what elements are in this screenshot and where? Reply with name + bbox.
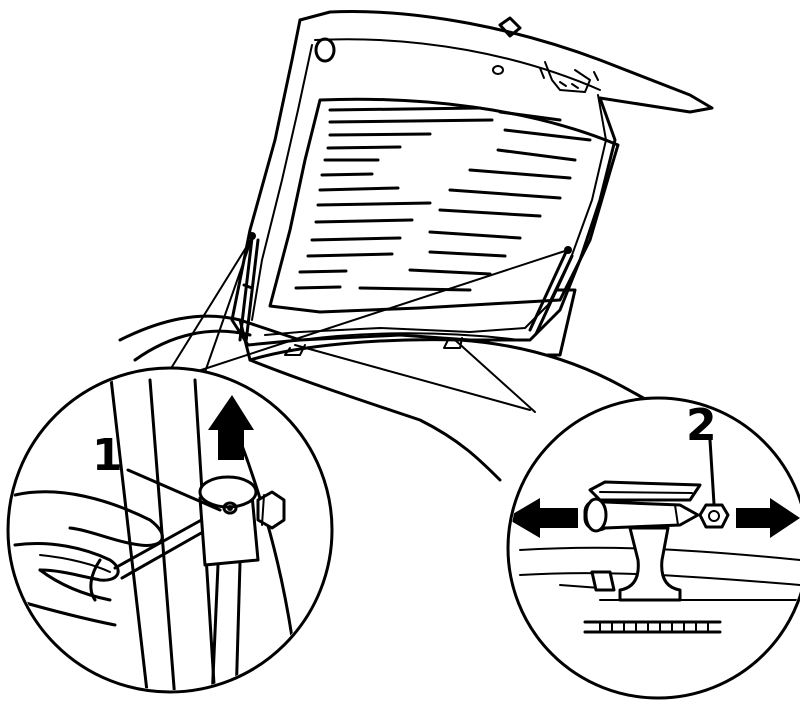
rear-window-hatching [294, 106, 592, 292]
detail-circle-1: 1 [6, 366, 334, 694]
arrow-left-icon [510, 498, 578, 538]
gas-strut-left [238, 232, 260, 344]
detail-circle-2: 2 [506, 396, 800, 700]
detail-leader-lines [169, 237, 569, 413]
callout-2-label: 2 [686, 400, 717, 451]
arrow-up-icon [208, 395, 254, 460]
callout-1-label: 1 [92, 430, 123, 481]
arrow-right-icon [736, 498, 800, 538]
tailgate [230, 10, 714, 347]
